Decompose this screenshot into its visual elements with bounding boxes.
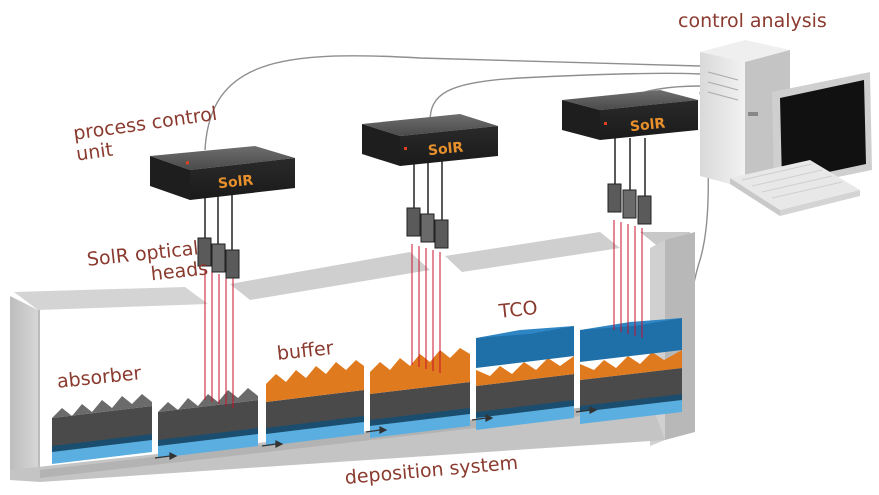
sample-tco-2 <box>580 318 682 424</box>
computer <box>700 40 872 216</box>
arrow-right-icon <box>471 414 494 422</box>
keyboard-icon <box>730 160 860 216</box>
optical-head-icon <box>420 213 435 243</box>
optical-head-icon <box>225 249 240 279</box>
control-unit-3: SolR <box>562 90 698 140</box>
optical-head-icon <box>434 219 449 249</box>
optical-heads-3 <box>607 138 652 225</box>
optical-head-icon <box>622 189 637 219</box>
sample-tco-1 <box>476 326 574 430</box>
control-unit-2-display: SolR <box>427 140 464 160</box>
control-unit-2: SolR <box>362 114 498 166</box>
arrow-right-icon <box>261 440 284 448</box>
optical-head-icon <box>406 207 421 237</box>
sample-buffer-1 <box>266 360 364 446</box>
measurement-beams <box>204 220 643 408</box>
control-unit-1: SolR <box>150 146 295 200</box>
optical-head-icon <box>197 237 212 267</box>
arrow-right-icon <box>365 426 388 434</box>
control-unit-3-display: SolR <box>629 116 666 136</box>
control-unit-1-display: SolR <box>217 173 254 193</box>
optical-head-icon <box>211 243 226 273</box>
control-analysis-label: control analysis <box>678 10 827 32</box>
optical-head-icon <box>637 195 652 225</box>
sample-absorber-1 <box>52 394 152 464</box>
optical-heads-2 <box>406 160 449 249</box>
optical-heads-1 <box>197 195 240 279</box>
arrow-right-icon <box>154 452 178 460</box>
sample-buffer-2 <box>370 348 470 438</box>
arrow-right-icon <box>575 406 598 414</box>
transport-arrows <box>154 406 598 460</box>
sample-absorber-2 <box>158 388 258 458</box>
tco-label: TCO <box>497 296 539 323</box>
optical-head-icon <box>607 183 622 213</box>
monitor-icon <box>772 72 872 200</box>
